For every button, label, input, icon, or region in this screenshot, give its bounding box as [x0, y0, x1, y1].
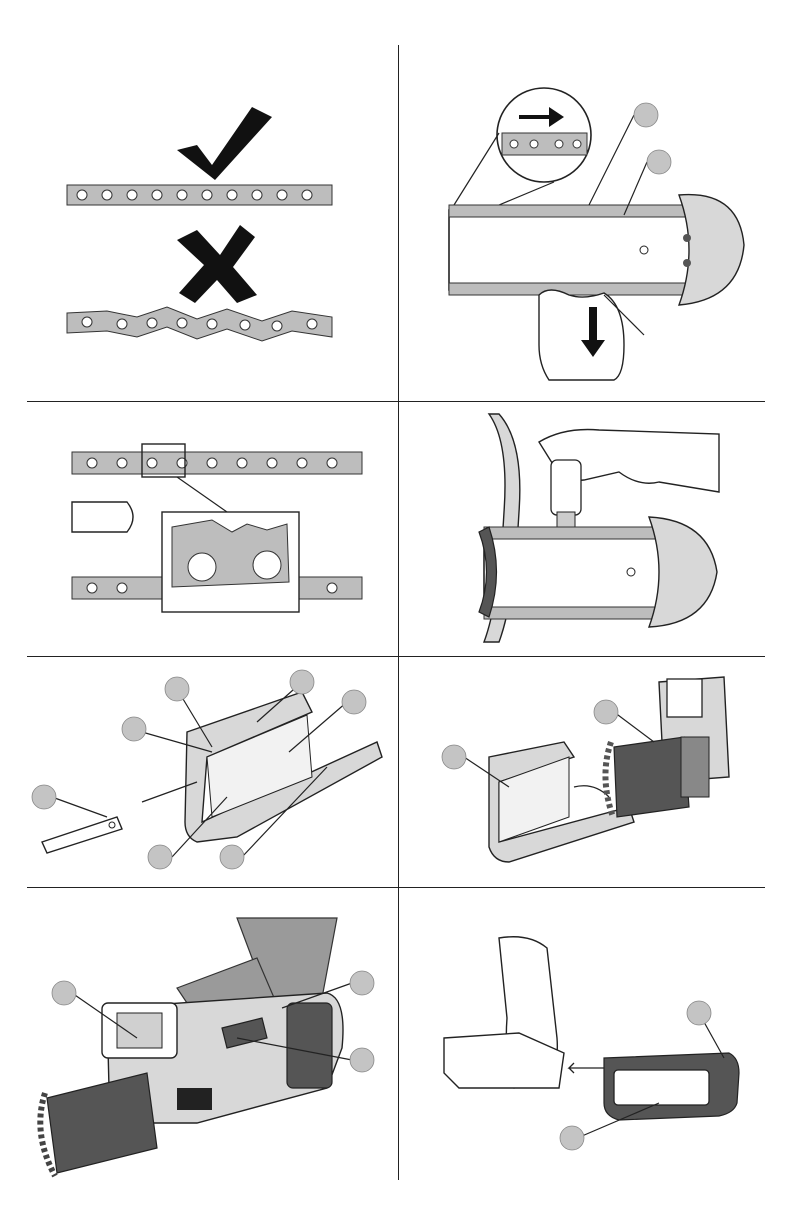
battery-pack: [287, 1003, 332, 1088]
callout-1: [52, 981, 76, 1005]
panel-chain-guard-parts: [27, 657, 397, 886]
straight-chain: [67, 185, 332, 205]
x-mark-icon: [177, 225, 257, 303]
callout-1: [634, 103, 658, 127]
callout-3: [350, 1048, 374, 1072]
callout-e: [342, 690, 366, 714]
guard-parts-illustration: [27, 657, 397, 886]
kinked-chain: [67, 307, 332, 341]
sprocket-chain: [605, 742, 613, 817]
guide-bar: [449, 210, 719, 290]
bar-fragment: [72, 502, 133, 532]
oiling-illustration: [399, 402, 765, 655]
panel-cutter-detail: [27, 402, 397, 655]
callout-2: [560, 1126, 584, 1150]
callout-c: [165, 677, 189, 701]
callout-g: [220, 845, 244, 869]
holding-tool-illustration: [27, 888, 397, 1180]
check-mark-icon: [177, 107, 272, 180]
insert-arrow-icon: [569, 1063, 609, 1073]
callout-f: [148, 845, 172, 869]
nose-guard: [649, 517, 717, 627]
callout-a: [32, 785, 56, 809]
bar-with-chain: [47, 1073, 157, 1173]
callout-d: [290, 670, 314, 694]
panel-holding-tool: [27, 888, 397, 1180]
hand: [539, 290, 624, 380]
callout-2: [442, 745, 466, 769]
callout-1: [594, 700, 618, 724]
chain-comparison-illustration: [27, 45, 397, 400]
chain-direction-illustration: [399, 45, 765, 400]
install-guard-illustration: [399, 657, 765, 886]
callout-2: [647, 150, 671, 174]
callout-1: [687, 1001, 711, 1025]
battery-insertion-illustration: [399, 888, 765, 1180]
nose-guard: [679, 195, 744, 305]
oil-bottle: [551, 460, 581, 515]
panel-chain-direction-on-bar: [399, 45, 765, 400]
panel-oiling-chain: [399, 402, 765, 655]
panel-battery-insertion: [399, 888, 765, 1180]
cutter-detail-illustration: [27, 402, 397, 655]
callout-2: [350, 971, 374, 995]
brand-label: [177, 1088, 212, 1110]
panel-installing-guard: [399, 657, 765, 886]
panel-correct-incorrect-chain: [27, 45, 397, 400]
bar-with-chain: [614, 737, 689, 817]
callout-b: [122, 717, 146, 741]
